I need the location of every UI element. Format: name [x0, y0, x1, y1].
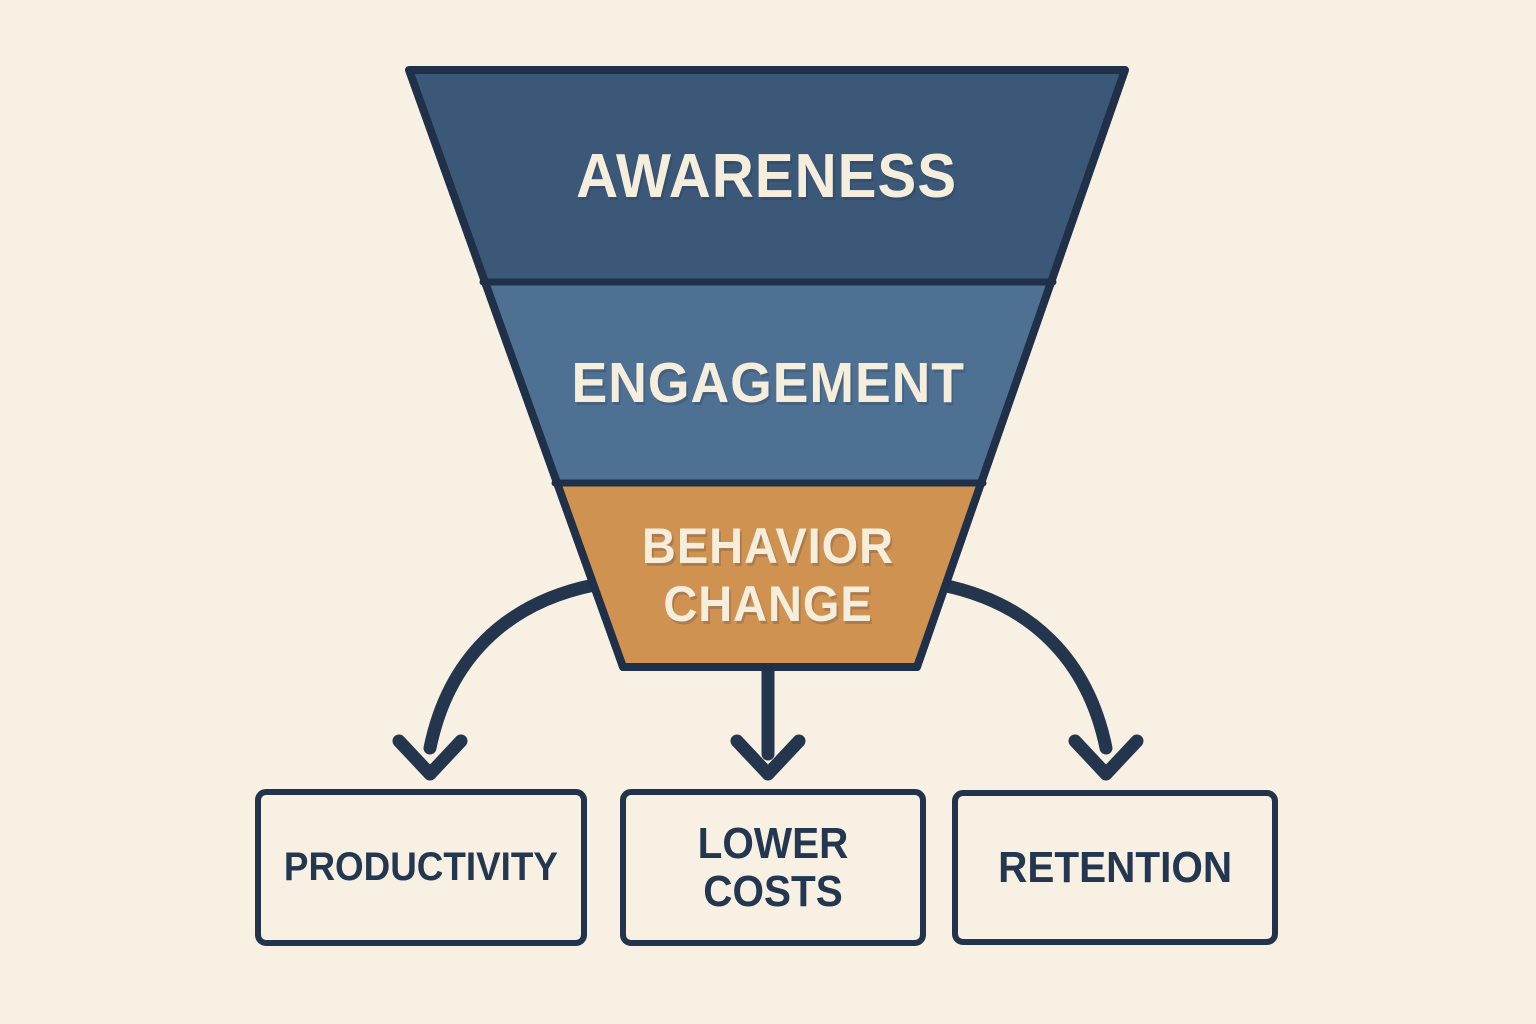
arrowhead-middle-icon [730, 734, 806, 781]
curved-arrow-to-productivity-icon [423, 578, 601, 755]
curved-arrow-to-retention-icon [935, 578, 1113, 755]
arrows-group [392, 578, 1144, 781]
funnel-stage-shape-awareness [409, 70, 1125, 282]
funnel-stage-shape-engagement [485, 282, 1051, 483]
outcome-box-productivity: PRODUCTIVITY [255, 789, 587, 946]
outcome-label-lower-costs: LOWER COSTS [697, 818, 849, 916]
outcome-label-productivity: PRODUCTIVITY [284, 844, 558, 889]
funnel-stage-shape-behavior-change [557, 483, 981, 667]
funnel-outline [405, 66, 1129, 671]
outcome-label-retention: RETENTION [998, 842, 1232, 892]
funnel-shape-group [409, 70, 1125, 667]
funnel-outline-group [405, 66, 1129, 671]
outcome-box-retention: RETENTION [952, 790, 1278, 945]
arrowhead-left-icon [392, 734, 468, 781]
arrowhead-right-icon [1068, 734, 1144, 781]
outcome-box-lower-costs: LOWER COSTS [620, 789, 926, 946]
